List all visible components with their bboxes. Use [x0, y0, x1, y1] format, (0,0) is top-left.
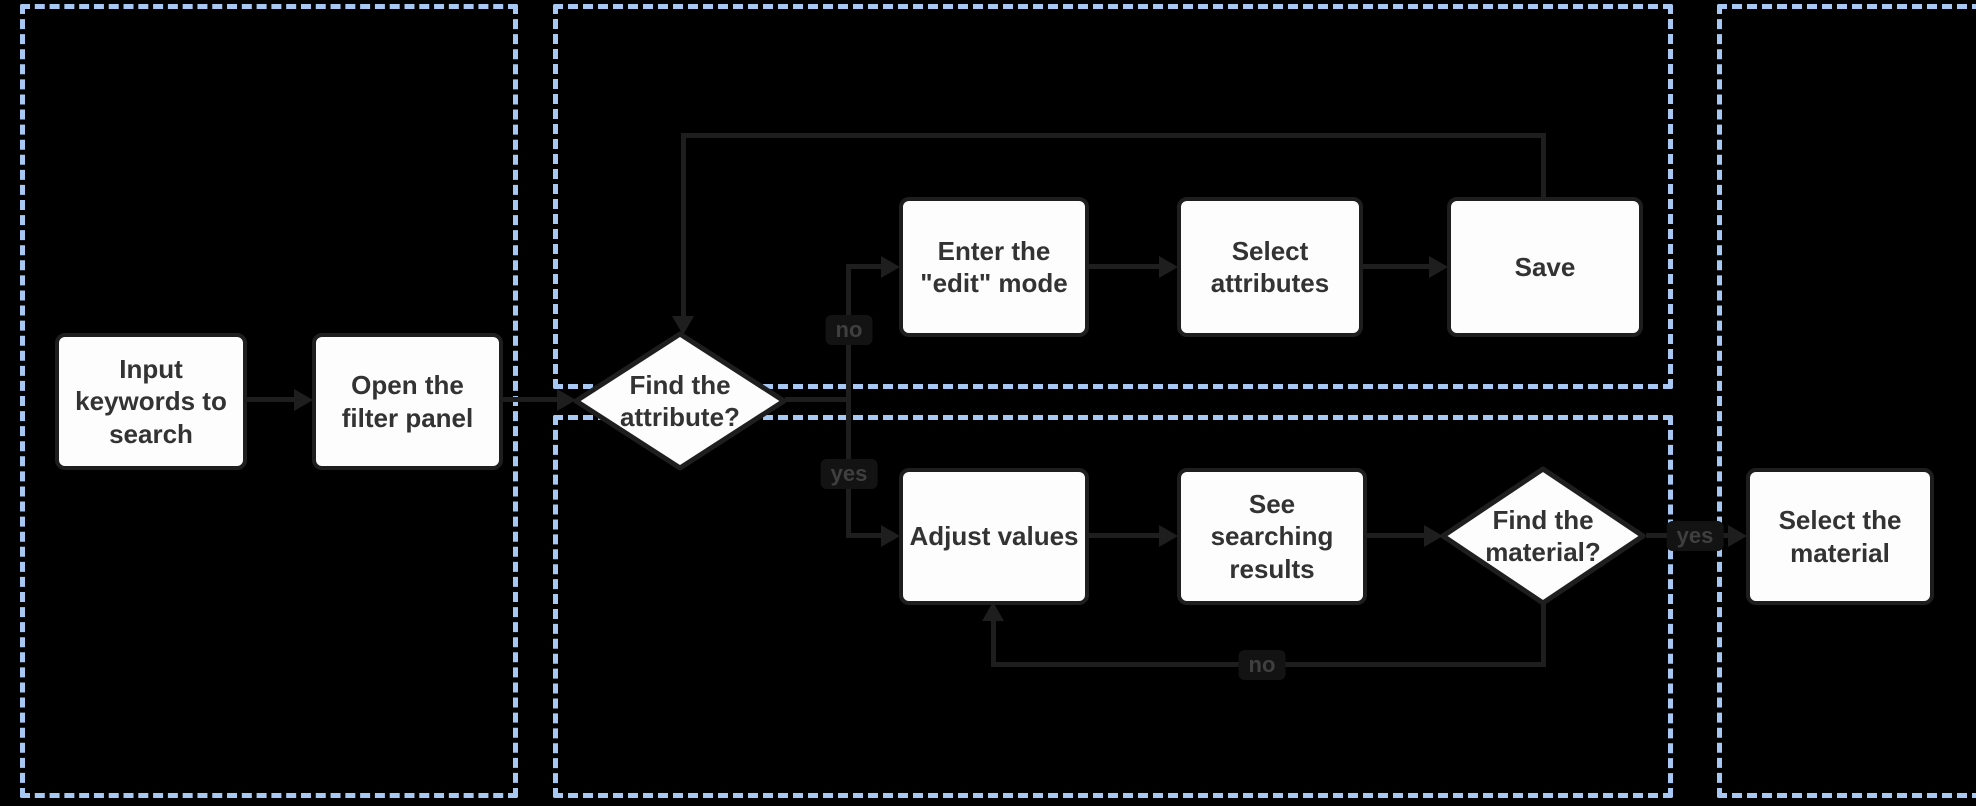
- node-save: Save: [1447, 197, 1643, 337]
- node-select-material-label: Select the material: [1778, 505, 1902, 568]
- node-find-attribute-label: Find the attribute?: [620, 369, 740, 433]
- edge-material-loop-up: [991, 620, 996, 666]
- node-adjust-values: Adjust values: [899, 468, 1089, 605]
- arrowhead-into-see-results: [1159, 525, 1178, 547]
- node-select-attributes-label: Select attributes: [1210, 235, 1330, 299]
- edge-label-no-material: no: [1238, 650, 1286, 680]
- node-adjust-values-label: Adjust values: [909, 521, 1079, 552]
- lane-top-middle: [553, 4, 1673, 389]
- edge-attribute-out: [785, 397, 848, 402]
- arrowhead-into-adjust-bottom: [982, 602, 1004, 621]
- edge-attribute-branch-vertical: [846, 265, 851, 536]
- edge-filter-to-attribute: [503, 397, 559, 402]
- edge-save-loop-up: [1541, 133, 1546, 199]
- node-input-keywords-label: Input keywords to search: [75, 353, 227, 449]
- edge-input-to-filter: [247, 397, 296, 402]
- node-find-attribute: Find the attribute?: [573, 331, 787, 471]
- edge-label-yes-attribute: yes: [820, 459, 878, 489]
- arrowhead-into-edit-mode: [881, 256, 900, 278]
- edge-label-no-attribute: no: [825, 315, 873, 345]
- node-enter-edit-mode-label: Enter the "edit" mode: [920, 235, 1068, 299]
- node-find-material: Find the material?: [1440, 466, 1646, 606]
- node-select-material: Select the material: [1746, 468, 1934, 605]
- edge-select-to-save: [1363, 264, 1431, 269]
- arrowhead-into-adjust-values: [881, 525, 900, 547]
- node-select-attributes: Select attributes: [1177, 197, 1363, 337]
- node-save-label: Save: [1514, 251, 1576, 282]
- lane-right: [1717, 4, 1976, 798]
- lane-bottom-middle: [553, 415, 1673, 798]
- node-see-results: See searching results: [1177, 468, 1367, 605]
- diamond-shape: [1440, 466, 1646, 606]
- arrowhead-into-find-material: [1424, 525, 1443, 547]
- arrowhead-into-select-material: [1728, 525, 1747, 547]
- edge-results-to-material: [1367, 533, 1427, 538]
- node-open-filter: Open the filter panel: [312, 333, 503, 470]
- node-enter-edit-mode: Enter the "edit" mode: [899, 197, 1089, 337]
- node-find-material-label: Find the material?: [1485, 504, 1601, 568]
- node-open-filter-label: Open the filter panel: [341, 370, 474, 433]
- arrowhead-into-attribute-top: [672, 316, 694, 335]
- arrowhead-into-find-attribute: [557, 389, 576, 411]
- edge-no-to-edit: [846, 264, 883, 269]
- edge-adjust-to-results: [1089, 533, 1161, 538]
- edge-save-loop-down: [681, 133, 686, 318]
- edge-save-loop-top: [681, 133, 1546, 138]
- arrowhead-into-filter-panel: [294, 389, 313, 411]
- arrowhead-into-save: [1429, 256, 1448, 278]
- node-see-results-label: See searching results: [1210, 488, 1334, 584]
- edge-label-yes-material: yes: [1666, 521, 1724, 551]
- edge-material-loop-down: [1541, 601, 1546, 667]
- diamond-shape: [573, 331, 787, 471]
- edge-yes-to-adjust: [846, 533, 883, 538]
- edge-edit-to-select: [1089, 264, 1161, 269]
- node-input-keywords: Input keywords to search: [55, 333, 247, 470]
- arrowhead-into-select-attrs: [1159, 256, 1178, 278]
